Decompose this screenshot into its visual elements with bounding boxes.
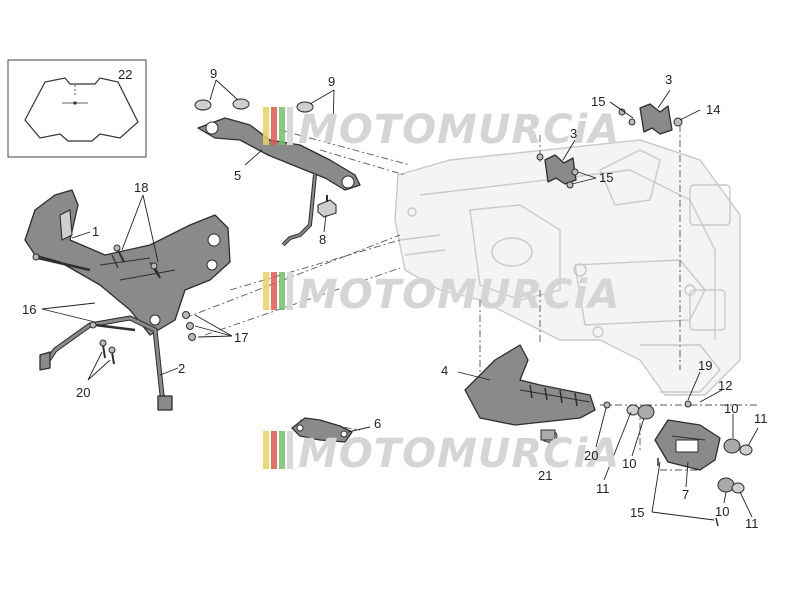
callout-2: 2 — [178, 361, 185, 376]
part-5-upper-bracket — [194, 98, 361, 247]
callout-1: 1 — [92, 224, 99, 239]
callout-10: 10 — [715, 504, 729, 519]
callout-21: 21 — [538, 468, 552, 483]
callout-9: 9 — [210, 66, 217, 81]
watermark-2: MOTOMURCiA — [263, 272, 620, 318]
watermark-text: MOTOMURCiA — [298, 107, 620, 153]
part-6-link — [291, 417, 353, 443]
callout-15: 15 — [599, 170, 613, 185]
part-1-front-subframe — [24, 189, 231, 336]
callout-12: 12 — [718, 378, 732, 393]
callout-17: 17 — [234, 330, 248, 345]
callout-10: 10 — [622, 456, 636, 471]
part-21-bushing — [540, 429, 558, 443]
fasteners-front — [32, 244, 196, 365]
callout-11: 11 — [754, 411, 768, 426]
callout-18: 18 — [134, 180, 148, 195]
watermark-text: MOTOMURCiA — [298, 272, 620, 318]
callout-10: 10 — [724, 401, 738, 416]
callout-8: 8 — [319, 232, 326, 247]
part-7-plate — [626, 400, 753, 527]
callout-15: 15 — [591, 94, 605, 109]
watermark-3: MOTOMURCiA — [263, 431, 620, 477]
callout-9: 9 — [328, 74, 335, 89]
part-3-clips — [536, 103, 683, 189]
callout-16: 16 — [22, 302, 36, 317]
callout-20: 20 — [76, 385, 90, 400]
callout-19: 19 — [698, 358, 712, 373]
callout-11: 11 — [596, 481, 610, 496]
part-4-rear-mount-plate — [464, 344, 611, 426]
callout-15: 15 — [630, 505, 644, 520]
inset-box-part-22 — [7, 59, 147, 158]
callout-3: 3 — [665, 72, 672, 87]
callout-6: 6 — [374, 416, 381, 431]
callout-5: 5 — [234, 168, 241, 183]
watermark-text: MOTOMURCiA — [298, 431, 620, 477]
callout-4: 4 — [441, 363, 448, 378]
callout-3: 3 — [570, 126, 577, 141]
callout-7: 7 — [682, 487, 689, 502]
callout-14: 14 — [706, 102, 720, 117]
ghost-main-frame — [394, 139, 741, 396]
callout-22: 22 — [118, 67, 132, 82]
callout-11: 11 — [745, 516, 759, 531]
callout-20: 20 — [584, 448, 598, 463]
watermark-1: MOTOMURCiA — [263, 107, 620, 153]
callout-labels: 22 9 9 5 8 18 1 16 17 2 20 3 15 14 3 15 … — [22, 66, 768, 531]
leader-lines — [41, 79, 759, 521]
part-2-lower-bracket — [39, 315, 173, 411]
